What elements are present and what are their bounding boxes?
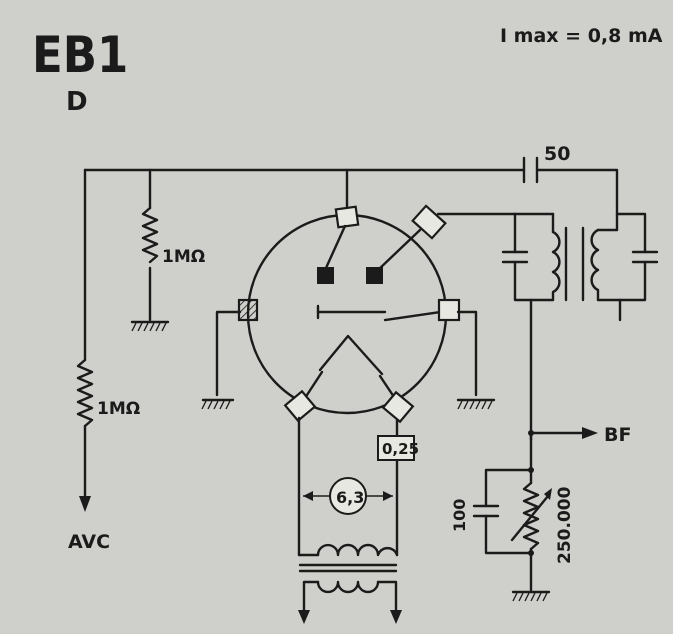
left-shield-lead <box>215 310 242 397</box>
top-pin <box>334 205 360 229</box>
heater-pin-right <box>381 390 415 424</box>
heater-pin-left <box>283 389 317 423</box>
avc-output-label: AVC <box>68 531 110 553</box>
load-cap-label: 100 <box>450 499 469 532</box>
anode-2-lead <box>376 228 422 272</box>
coupling-cap-label: 50 <box>544 143 570 165</box>
left-shield-pin <box>237 298 259 322</box>
top-bus-wire <box>83 156 619 216</box>
heater-transformer <box>297 543 402 624</box>
max-current-label: I max = 0,8 mA <box>500 25 663 47</box>
right-cathode-lead <box>456 310 478 397</box>
if-transformer-secondary <box>564 212 659 322</box>
heater-voltage-dimension <box>303 477 393 515</box>
heater-filament <box>318 334 384 376</box>
grid-resistor-label: 1MΩ <box>162 247 205 267</box>
upper-right-pin <box>411 204 447 240</box>
avc-resistor <box>76 168 94 512</box>
diode-anode-2 <box>366 267 383 284</box>
heater-lead-left <box>303 370 324 400</box>
heater-current-box <box>377 435 415 461</box>
right-cathode-pin <box>437 298 461 322</box>
cathode-lead <box>383 310 442 322</box>
bf-output-arrow <box>528 427 598 439</box>
tube-type-title: EB1 <box>32 26 128 84</box>
bf-output-label: BF <box>604 424 631 446</box>
avc-resistor-label: 1MΩ <box>97 399 140 419</box>
tube-envelope <box>246 213 448 415</box>
heater-current-label: 0,25 <box>382 440 419 458</box>
diode-anode-1 <box>317 267 334 284</box>
load-resistor-label: 250.000 <box>555 486 575 564</box>
heater-voltage-label: 6,3 <box>336 488 364 507</box>
base-letter: D <box>66 87 88 117</box>
if-transformer-primary <box>501 212 561 442</box>
load-network <box>472 431 552 602</box>
anode-1-lead <box>324 224 347 270</box>
grid-resistor <box>130 168 170 332</box>
